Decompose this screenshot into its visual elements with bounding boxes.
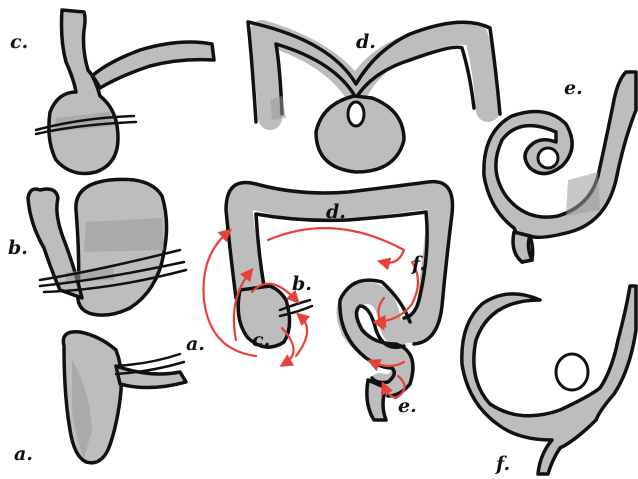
label-f-right: f. (494, 453, 510, 475)
panel-a-bottom: a. (14, 332, 186, 465)
f-stomach (462, 286, 636, 474)
panel-c-top: c. (10, 10, 214, 174)
c-top-tube (49, 10, 214, 174)
panel-main: d. b. f. a. c. e. (186, 182, 453, 420)
label-main-f: f. (410, 253, 426, 275)
label-main-c: c. (252, 329, 270, 351)
label-b-left: b. (8, 237, 28, 259)
label-main-a: a. (186, 333, 205, 355)
e-coil (484, 72, 636, 262)
label-main-e: e. (398, 395, 417, 417)
arrow-d (268, 228, 404, 263)
arrow-c-inner (296, 316, 307, 356)
label-main-d: d. (326, 201, 346, 223)
panel-f-right: f. (462, 286, 636, 475)
label-a-bottom: a. (14, 443, 33, 465)
panel-e-right: e. (484, 72, 636, 262)
panel-b-left: b. (8, 179, 186, 315)
label-d-top: d. (356, 31, 376, 53)
label-main-b: b. (292, 273, 312, 295)
panel-d-top: d. (248, 22, 500, 172)
label-e-right: e. (564, 77, 583, 99)
label-c-top: c. (10, 31, 28, 53)
